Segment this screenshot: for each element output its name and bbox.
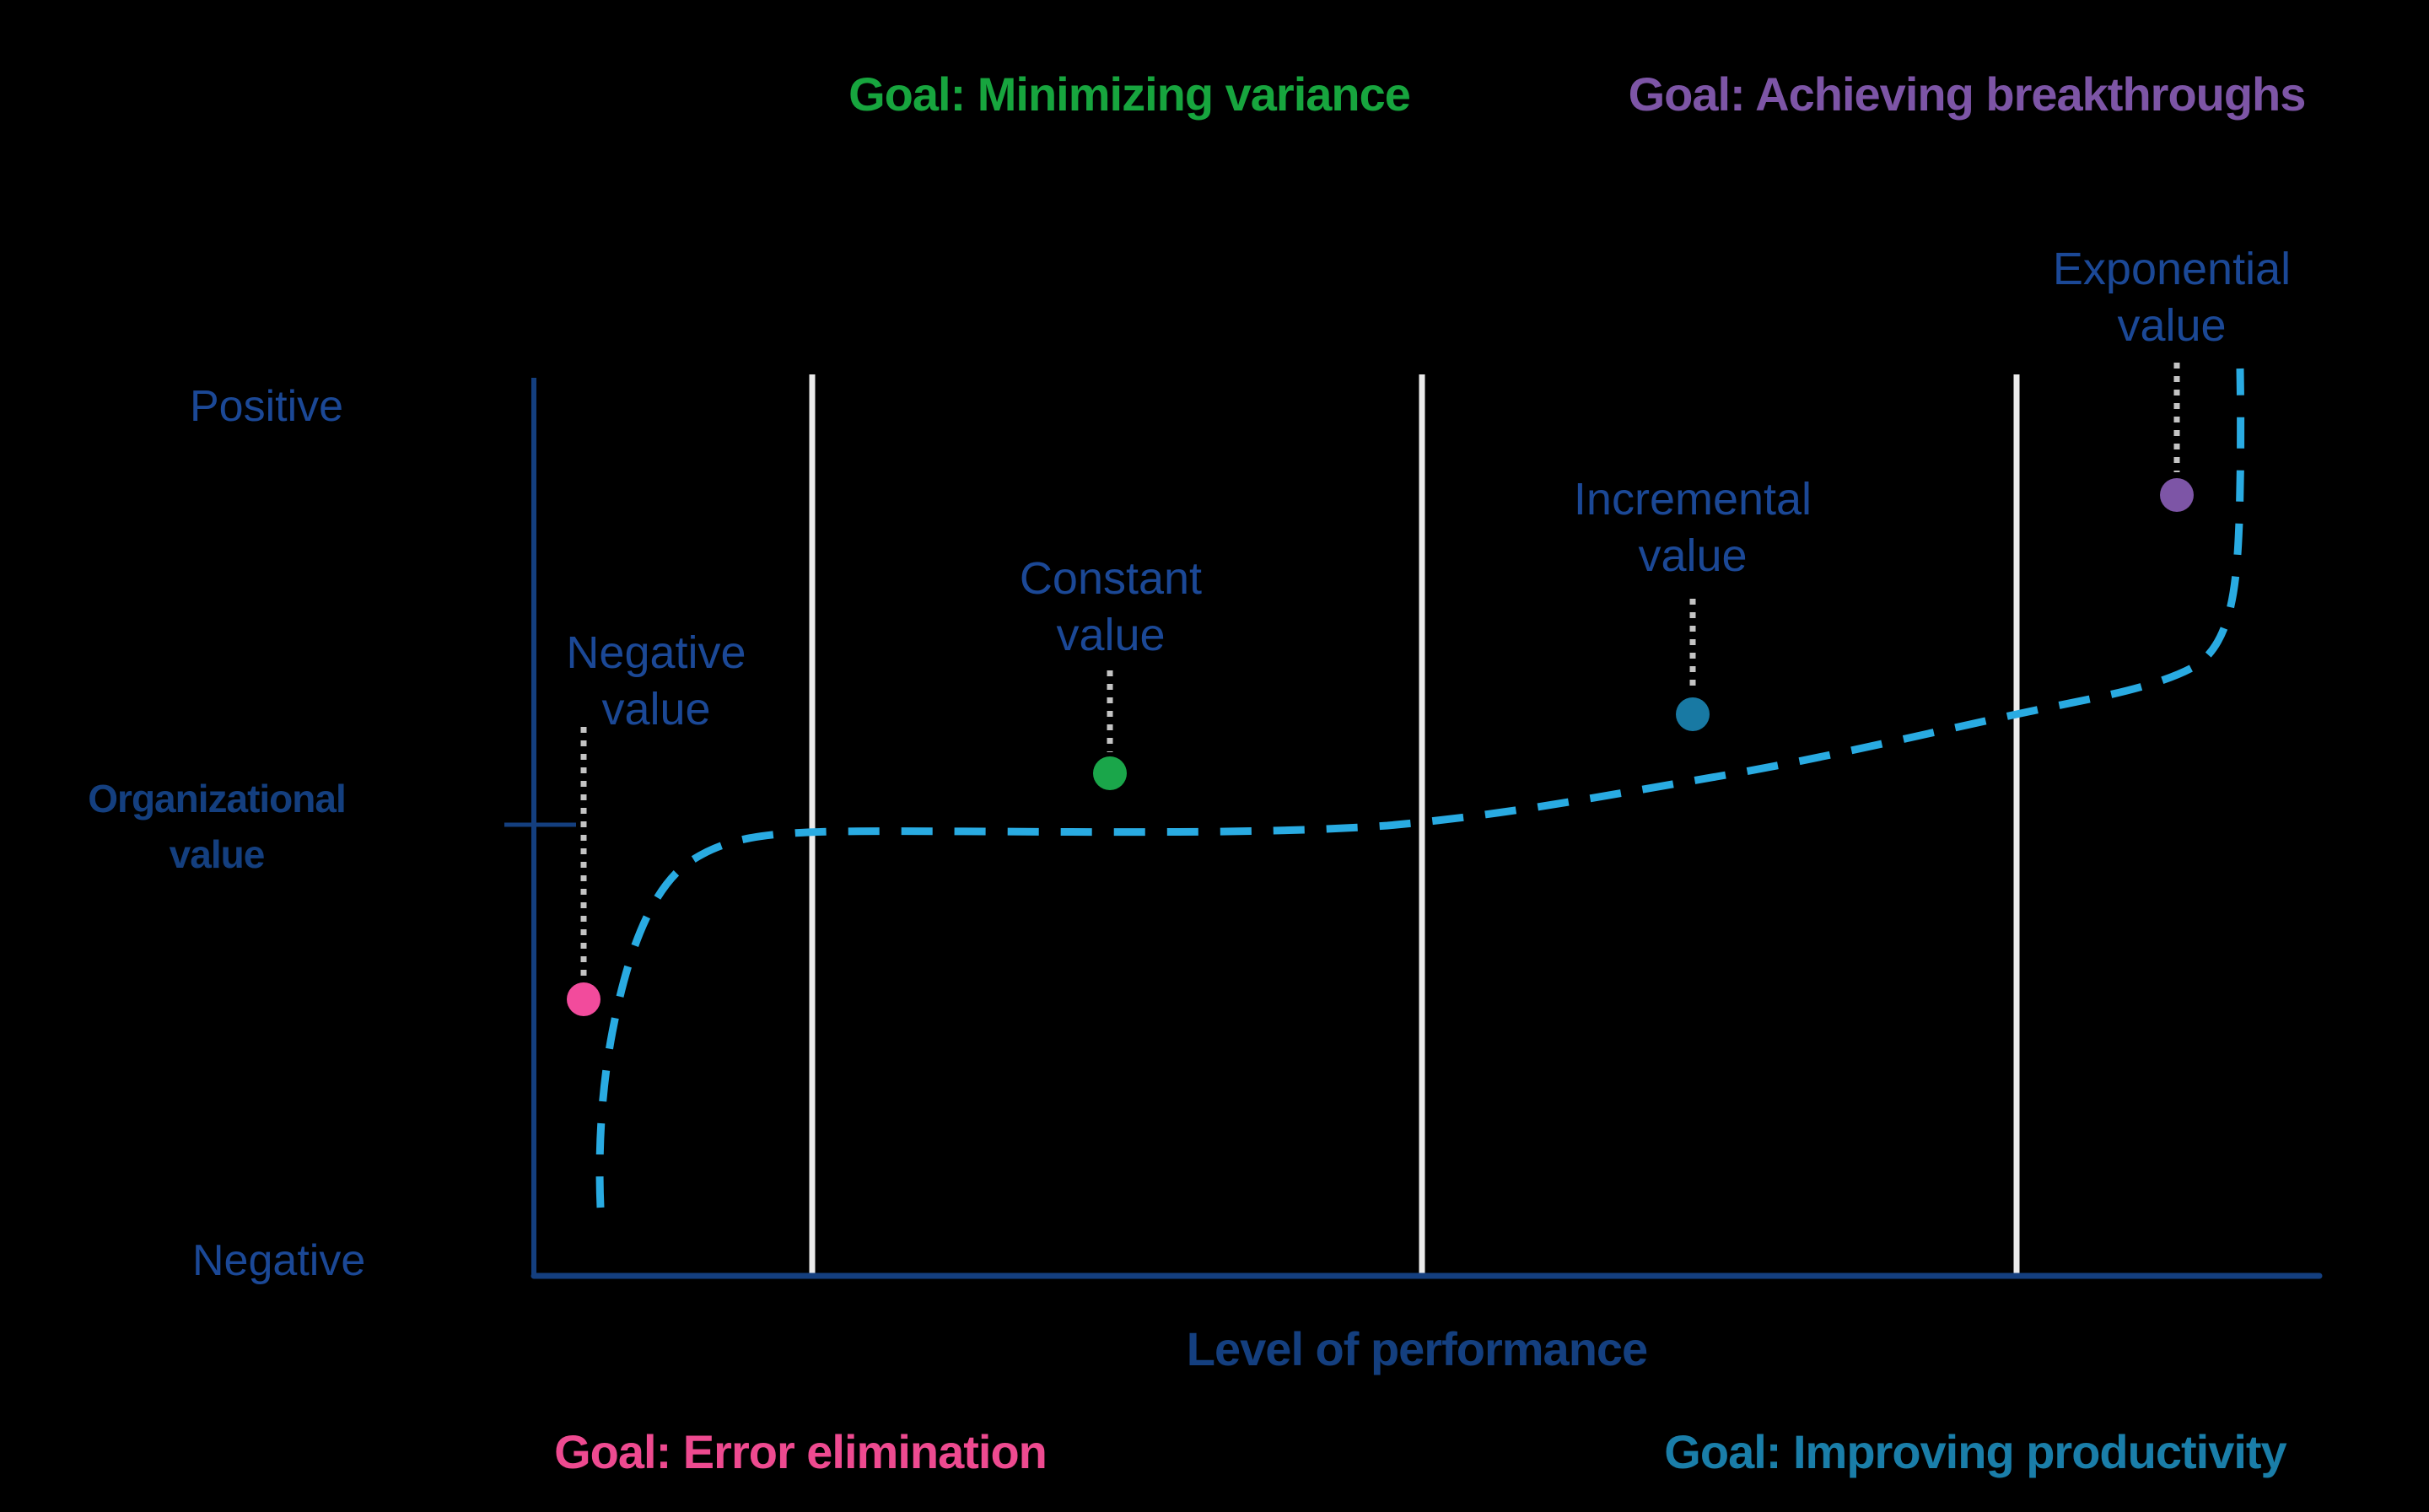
y-axis-title: Organizational value bbox=[88, 771, 346, 882]
goal-label-achieving-breakthroughs: Goal: Achieving breakthroughs bbox=[1628, 67, 2307, 121]
point-label-exponential-value-line1: Exponential bbox=[2052, 244, 2292, 294]
point-label-negative-value: Negative value bbox=[566, 625, 746, 738]
x-axis-title: Level of performance bbox=[1186, 1322, 1648, 1375]
goal-label-minimizing-variance: Goal: Minimizing variance bbox=[848, 67, 1411, 121]
data-point-incremental-value bbox=[1676, 697, 1710, 731]
point-label-exponential-value-line2: value bbox=[2117, 300, 2227, 351]
point-label-constant-value-line1: Constant bbox=[1019, 553, 1203, 604]
point-label-constant-value-line2: value bbox=[1056, 610, 1166, 660]
y-axis-label-positive: Positive bbox=[190, 382, 344, 431]
point-label-incremental-value: Incremental value bbox=[1574, 471, 1812, 584]
y-axis-title-line1: Organizational bbox=[88, 777, 346, 821]
data-point-exponential-value bbox=[2160, 478, 2194, 512]
data-point-constant-value bbox=[1093, 756, 1127, 790]
value-curve bbox=[595, 368, 2245, 1208]
y-axis-label-negative: Negative bbox=[192, 1236, 366, 1285]
goal-label-improving-productivity: Goal: Improving productivity bbox=[1664, 1425, 2286, 1478]
point-label-exponential-value: Exponential value bbox=[2053, 241, 2291, 354]
point-label-constant-value: Constant value bbox=[1020, 551, 1202, 664]
data-point-negative-value bbox=[567, 982, 601, 1016]
point-label-negative-value-line2: value bbox=[601, 684, 711, 734]
point-label-negative-value-line1: Negative bbox=[566, 627, 746, 678]
y-axis-title-line2: value bbox=[169, 832, 266, 876]
point-label-incremental-value-line1: Incremental bbox=[1573, 474, 1812, 525]
point-label-incremental-value-line2: value bbox=[1638, 530, 1748, 581]
goal-label-error-elimination: Goal: Error elimination bbox=[554, 1425, 1048, 1478]
